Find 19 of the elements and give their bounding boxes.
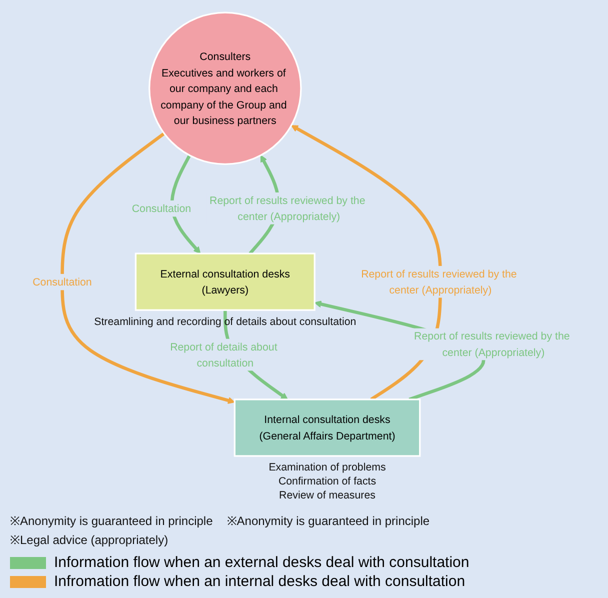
- note-text: ※Anonymity is guaranteed in principle: [10, 513, 213, 529]
- node-circle: Consulters Executives and workers of our company and each company of the Group and our business partners: [148, 12, 302, 165]
- note-text: Review of measures: [279, 490, 376, 502]
- edge-label: Consultation: [32, 275, 92, 288]
- edge-label: Consultation: [132, 202, 192, 214]
- node-box: Internal consultation desks (General Affairs Department): [234, 398, 421, 457]
- note-text: Streamlining and recording of details about consultation: [94, 316, 356, 328]
- arrow: [60, 132, 235, 404]
- edge-label: Report of results reviewed by the center (Appropriately): [414, 330, 570, 358]
- node-box: External consultation desks (Lawyers): [134, 252, 316, 311]
- legend-text: Infromation flow when an internal desks deal with consultation: [54, 573, 466, 590]
- note-text: Examination of problems: [268, 462, 386, 474]
- edge-label: Report of details about consultation: [170, 340, 278, 369]
- note-text: Confirmation of facts: [278, 476, 376, 488]
- edge-label: Report of results reviewed by the center (Appropriately): [361, 267, 517, 296]
- edge-label: Report of results reviewed by the center (Appropriately): [210, 194, 366, 222]
- legend-text: Information flow when an external desks deal with consultation: [54, 554, 470, 571]
- note-text: ※Legal advice (appropriately): [10, 532, 168, 548]
- note-text: ※Anonymity is guaranteed in principle: [226, 513, 430, 529]
